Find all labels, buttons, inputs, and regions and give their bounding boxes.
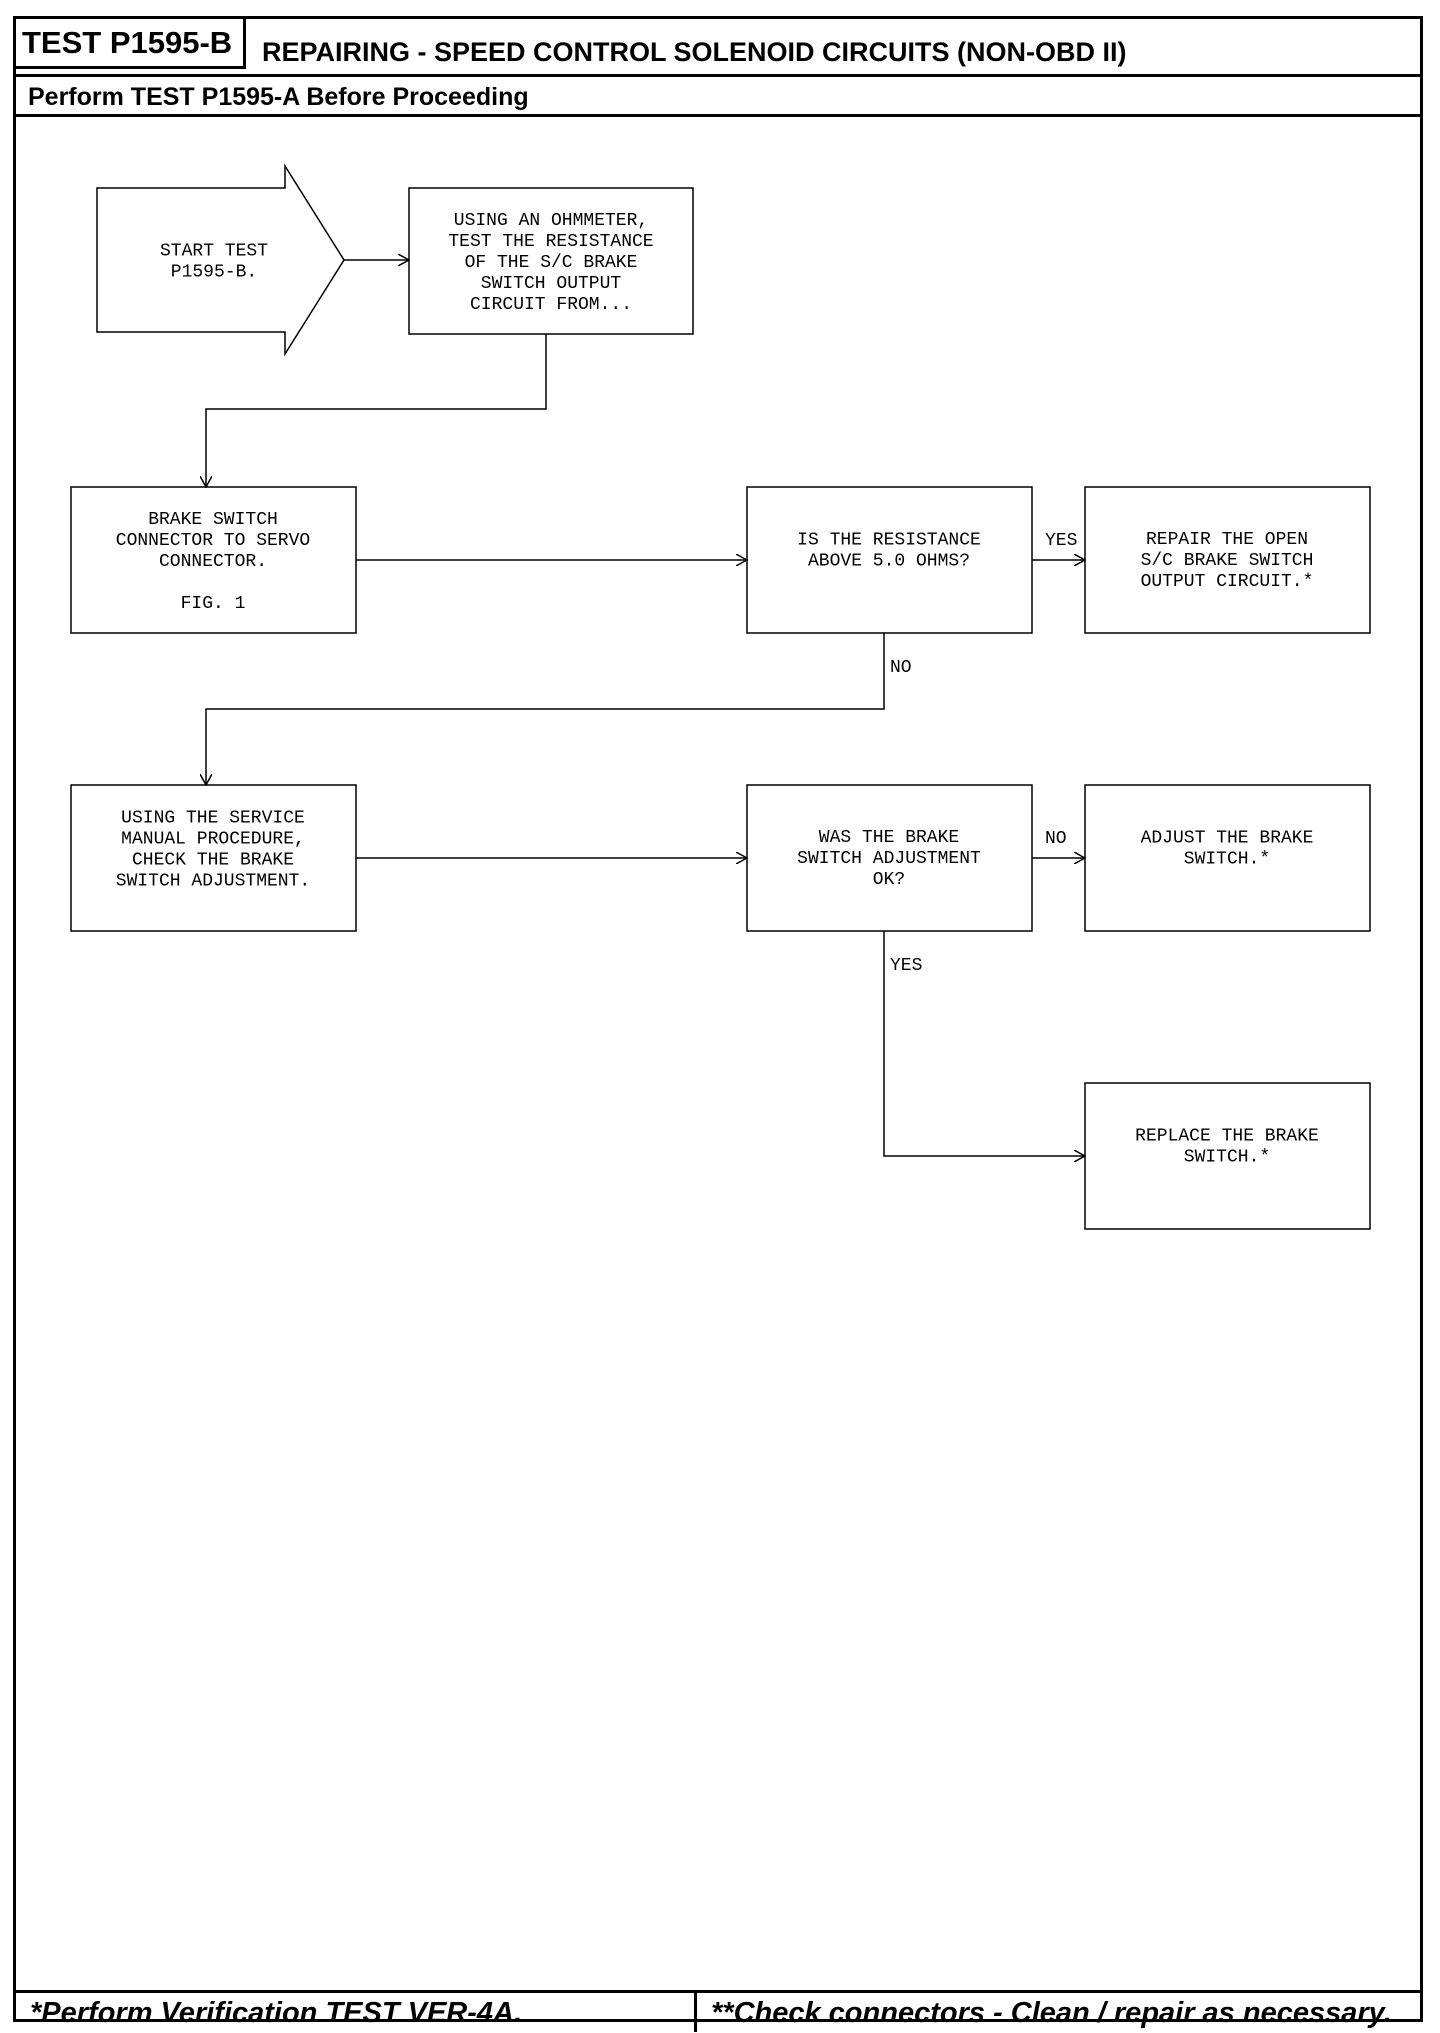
brake-connector-line-1: BRAKE SWITCH: [148, 510, 278, 530]
adjustment-question-line-3: OK?: [873, 870, 905, 890]
replace-switch-box: [1084, 1082, 1371, 1230]
edge-label-adjustment-yes: YES: [890, 956, 922, 976]
repair-open-circuit-box: [1084, 486, 1371, 634]
adjust-switch-line-2: SWITCH.*: [1184, 850, 1270, 870]
edge-ohmmeter-to-brake-connector: [206, 334, 547, 487]
page-title: REPAIRING - SPEED CONTROL SOLENOID CIRCU…: [262, 37, 1127, 67]
resistance-question-box: [746, 486, 1033, 634]
brake-connector-line-5: FIG. 1: [181, 594, 246, 614]
resistance-question-line-2: ABOVE 5.0 OHMS?: [808, 552, 970, 572]
brake-connector-line-3: CONNECTOR.: [159, 552, 267, 572]
repair-open-line-3: OUTPUT CIRCUIT.*: [1141, 572, 1314, 592]
start-arrow-shape: [96, 163, 345, 357]
adjust-switch-box: [1084, 784, 1371, 932]
replace-switch-line-2: SWITCH.*: [1184, 1148, 1270, 1168]
service-manual-box: [70, 784, 357, 932]
adjustment-question-line-2: SWITCH ADJUSTMENT: [797, 849, 981, 869]
start-line-2: P1595-B.: [171, 263, 257, 283]
adjust-switch-line-1: ADJUST THE BRAKE: [1141, 829, 1314, 849]
footer-note-connectors: **Check connectors - Clean / repair as n…: [711, 1997, 1392, 2029]
ohmmeter-line-5: CIRCUIT FROM...: [470, 295, 632, 315]
header-divider: [13, 74, 1423, 77]
repair-open-line-2: S/C BRAKE SWITCH: [1141, 551, 1314, 571]
ohmmeter-line-3: OF THE S/C BRAKE: [465, 253, 638, 273]
brake-connector-line-2: CONNECTOR TO SERVO: [116, 531, 310, 551]
start-line-1: START TEST: [160, 242, 268, 262]
footer-divider: [13, 1990, 1423, 1993]
adjustment-question-box: [746, 784, 1033, 932]
adjustment-question-line-1: WAS THE BRAKE: [819, 828, 959, 848]
ohmmeter-line-1: USING AN OHMMETER,: [454, 211, 648, 231]
service-manual-line-4: SWITCH ADJUSTMENT.: [116, 872, 310, 892]
page-subtitle: Perform TEST P1595-A Before Proceeding: [28, 83, 529, 111]
test-id: TEST P1595-B: [16, 19, 246, 69]
page-frame: [13, 16, 1423, 2022]
service-manual-line-2: MANUAL PROCEDURE,: [121, 830, 305, 850]
edge-label-resistance-yes: YES: [1045, 531, 1077, 551]
repair-open-line-1: REPAIR THE OPEN: [1146, 530, 1308, 550]
footer-note-verification: *Perform Verification TEST VER-4A.: [30, 1997, 523, 2029]
subtitle-divider: [13, 114, 1423, 117]
ohmmeter-line-2: TEST THE RESISTANCE: [448, 232, 653, 252]
ohmmeter-line-4: SWITCH OUTPUT: [481, 274, 622, 294]
ohmmeter-test-box: [408, 187, 694, 335]
edge-resistance-no: [206, 633, 885, 785]
replace-switch-line-1: REPLACE THE BRAKE: [1135, 1127, 1319, 1147]
edge-label-adjustment-no: NO: [1045, 829, 1067, 849]
edge-adjustment-yes: [883, 931, 1085, 1156]
edge-label-resistance-no: NO: [890, 658, 912, 678]
service-manual-line-3: CHECK THE BRAKE: [132, 851, 294, 871]
footer-split: [694, 1990, 697, 2032]
resistance-question-line-1: IS THE RESISTANCE: [797, 531, 981, 551]
service-manual-line-1: USING THE SERVICE: [121, 809, 305, 829]
